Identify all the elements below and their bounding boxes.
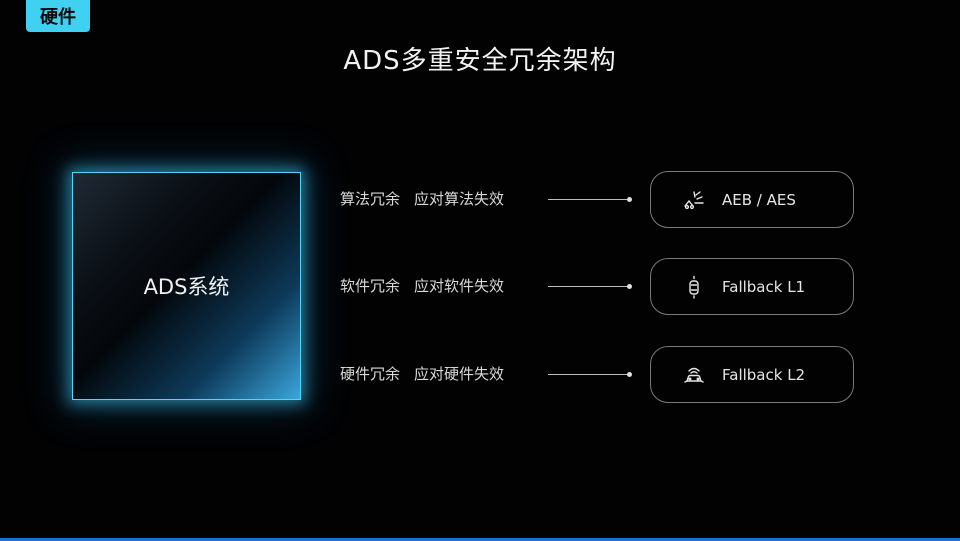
row-label-software: 软件冗余应对软件失效 [340,275,504,296]
redundancy-type: 软件冗余 [340,277,401,295]
chip-label: ADS系统 [143,275,230,299]
fallback-label: AEB / AES [722,190,796,209]
fallback-pill-aeb: AEB / AES [650,171,854,228]
redundancy-type: 算法冗余 [340,190,401,208]
redundancy-type: 硬件冗余 [340,365,401,383]
page-title: ADS多重安全冗余架构 [343,46,617,76]
fallback-pill-l2: Fallback L2 [650,346,854,403]
ads-system-chip: ADS系统 [72,172,301,400]
fallback-label: Fallback L1 [722,277,806,296]
car-lane-icon [682,275,706,299]
row-label-algorithm: 算法冗余应对算法失效 [340,188,504,209]
row-label-hardware: 硬件冗余应对硬件失效 [340,363,504,384]
redundancy-target: 应对算法失效 [414,190,505,208]
bottom-accent-line [0,538,960,541]
connector-line [548,197,632,202]
car-sensor-icon [682,363,706,387]
connector-line [548,284,632,289]
collision-avoidance-icon [682,188,706,212]
category-tag: 硬件 [26,0,90,32]
connector-line [548,372,632,377]
redundancy-target: 应对硬件失效 [414,365,505,383]
fallback-label: Fallback L2 [722,365,806,384]
redundancy-target: 应对软件失效 [414,277,505,295]
fallback-pill-l1: Fallback L1 [650,258,854,315]
